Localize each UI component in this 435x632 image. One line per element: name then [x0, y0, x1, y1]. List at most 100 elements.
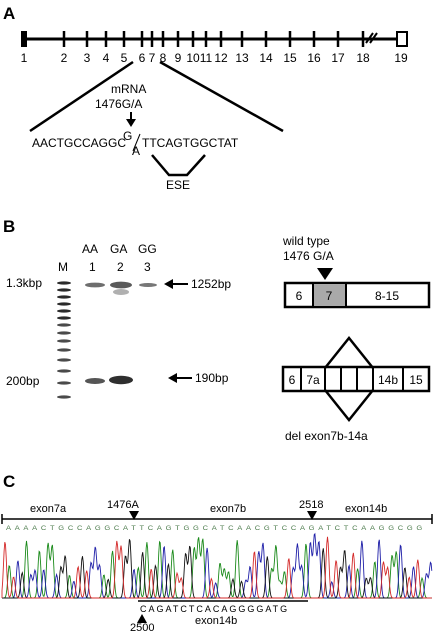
- zoom-lines: [29, 60, 284, 133]
- exon-number-4: 4: [103, 51, 110, 65]
- size-marker-lower: 200bp: [6, 374, 40, 388]
- del-exon-7a: 7a: [306, 373, 320, 387]
- del-exon-15: 15: [409, 373, 423, 387]
- lane-genotype-1: AA: [82, 242, 98, 256]
- ladder-band: [57, 309, 71, 313]
- lane-number-1: 1: [89, 260, 96, 274]
- ladder-band: [57, 339, 71, 343]
- ladder-band: [57, 381, 71, 385]
- ladder-band: [57, 302, 71, 306]
- band-lane2-lower: [109, 375, 133, 385]
- splice-arc-top: [324, 335, 374, 369]
- ladder-band: [57, 295, 71, 299]
- sequence-left: AACTGCCAGGC: [32, 136, 126, 150]
- exon-segment-bar: [1, 511, 433, 524]
- axis-break-mark-2: [369, 32, 378, 44]
- position-2518: 2518: [299, 499, 323, 511]
- mutation-label: 1476G/A: [95, 97, 142, 111]
- trace-channel-3: [1, 536, 432, 599]
- ese-bracket: [151, 154, 206, 177]
- del-exon-14b: 14b: [378, 373, 398, 387]
- exon-19-box: [396, 31, 408, 47]
- exon-7-shaded: [313, 284, 346, 306]
- segment-exon14b: exon14b: [345, 503, 387, 515]
- wild-type-box: [283, 281, 431, 309]
- exon-ticks: [62, 31, 365, 47]
- ladder-band: [57, 281, 71, 285]
- band-size-lower: 190bp: [195, 371, 229, 385]
- position-2500-marker: [137, 614, 147, 623]
- axis-break-mark: [365, 32, 374, 44]
- wt-exon-7: 7: [326, 289, 333, 303]
- exon-number-11: 11: [200, 51, 213, 65]
- segment-exon7b: exon7b: [210, 503, 246, 515]
- exon-number-15: 15: [283, 51, 297, 65]
- band-arrow-lower: [168, 373, 192, 383]
- exon-number-10: 10: [186, 51, 200, 65]
- wt-exon-8-15: 8-15: [375, 289, 399, 303]
- exon-number-5: 5: [121, 51, 128, 65]
- mrna-label: mRNA: [111, 82, 146, 96]
- zoom-line-right: [159, 60, 284, 133]
- exon-1-box: [21, 31, 27, 47]
- ladder-band: [57, 395, 71, 399]
- ese-label: ESE: [166, 178, 190, 192]
- ladder-band: [57, 323, 71, 327]
- wild-type-transcript: 6 7 8-15: [283, 281, 431, 309]
- ladder-band: [57, 316, 71, 320]
- mutation-arrow-head: [126, 119, 136, 127]
- exon-number-19: 19: [394, 51, 408, 65]
- basecall-sequence: AAAACTGCCAGGCATTCAGTGGCATCAACGTCCAGATCTC…: [6, 526, 426, 532]
- panel-c-label: C: [3, 472, 15, 491]
- exon-number-1: 1: [21, 51, 28, 65]
- lane-genotype-3: GG: [138, 242, 157, 256]
- band-lane3-upper: [139, 283, 157, 287]
- band-arrow-upper-head: [164, 279, 173, 289]
- band-arrow-upper: [164, 279, 188, 289]
- deletion-title: del exon7b-14a: [285, 429, 368, 443]
- wild-type-title: wild type: [282, 234, 330, 248]
- ladder-band: [57, 331, 71, 335]
- exon-number-17: 17: [331, 51, 345, 65]
- exon-number-7: 7: [149, 51, 156, 65]
- sequence-a-allele: A: [132, 144, 140, 158]
- gel-ladder: [57, 281, 71, 399]
- exon-number-2: 2: [61, 51, 68, 65]
- splice-arc-bottom: [324, 389, 374, 423]
- wild-type-mutation: 1476 G/A: [283, 249, 334, 263]
- gel-bands: [85, 281, 157, 385]
- junction-marker-1476: [129, 511, 139, 520]
- lane-number-2: 2: [117, 260, 124, 274]
- exon-number-9: 9: [175, 51, 182, 65]
- band-lane1-upper: [85, 282, 105, 288]
- sequence-g-allele: G: [123, 129, 132, 143]
- band-size-upper: 1252bp: [191, 277, 231, 291]
- panel-b-label: B: [3, 217, 15, 236]
- band-lane2-upper: [110, 281, 132, 289]
- aligned-sequence: CAGATCTCACAGGGGATG: [140, 604, 289, 614]
- exon-number-16: 16: [307, 51, 321, 65]
- deletion-transcript: 6 7a 14b 15: [281, 335, 431, 423]
- band-arrow-lower-head: [168, 373, 177, 383]
- wt-exon-6: 6: [296, 289, 303, 303]
- lane-genotype-2: GA: [110, 242, 127, 256]
- segment-exon7a: exon7a: [30, 503, 67, 515]
- exon-number-13: 13: [235, 51, 249, 65]
- panel-a-label: A: [3, 4, 15, 23]
- lane-number-3: 3: [144, 260, 151, 274]
- exon-number-12: 12: [214, 51, 228, 65]
- position-1476: 1476A: [107, 499, 139, 511]
- band-lane1-lower: [85, 378, 105, 384]
- mutation-marker: [317, 268, 333, 280]
- ladder-band: [57, 369, 71, 373]
- position-2500: 2500: [130, 622, 154, 632]
- gel-image: [78, 262, 170, 422]
- allele-slash: [132, 133, 141, 152]
- trace-channel-1: [2, 532, 433, 599]
- exon-number-18: 18: [356, 51, 370, 65]
- del-exon-6: 6: [289, 373, 296, 387]
- exon-number-6: 6: [139, 51, 146, 65]
